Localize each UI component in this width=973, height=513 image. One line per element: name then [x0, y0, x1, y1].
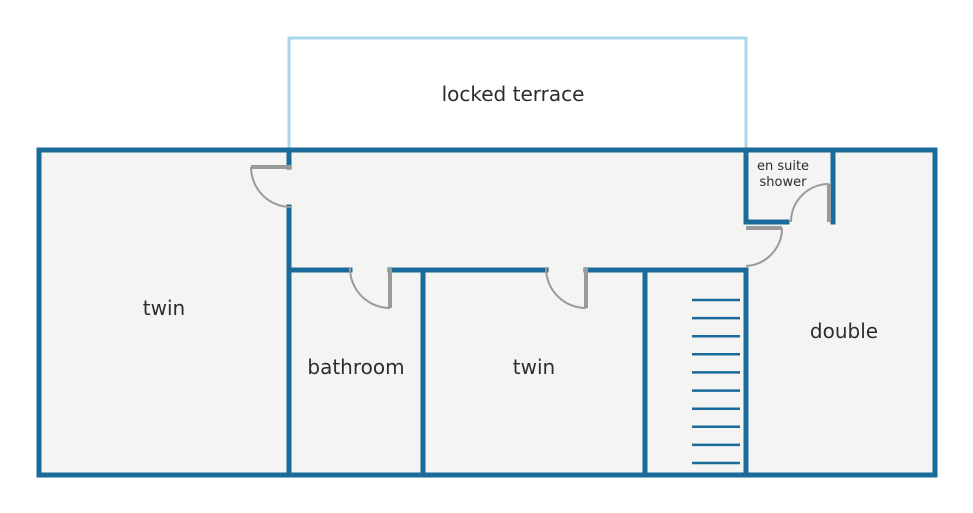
- staircase: [692, 298, 740, 465]
- door-ensuite: [790, 183, 831, 223]
- door-double: [745, 226, 784, 267]
- door-bathroom: [349, 267, 392, 309]
- label-middle-twin: twin: [513, 355, 555, 379]
- label-left-twin: twin: [143, 296, 185, 320]
- label-ensuite-line1: en suite: [757, 159, 809, 174]
- floor-area: [39, 150, 935, 475]
- label-bathroom: bathroom: [307, 355, 404, 379]
- terrace-outline: [287, 36, 748, 150]
- label-ensuite-line2: shower: [760, 175, 808, 190]
- label-terrace: locked terrace: [442, 82, 585, 106]
- outer-wall: [36, 147, 938, 478]
- terrace-area: [287, 36, 748, 150]
- walls: [36, 147, 938, 478]
- door-middle-twin: [545, 267, 588, 309]
- doors: [250, 165, 831, 309]
- label-double: double: [810, 319, 878, 343]
- door-left-twin: [250, 165, 292, 208]
